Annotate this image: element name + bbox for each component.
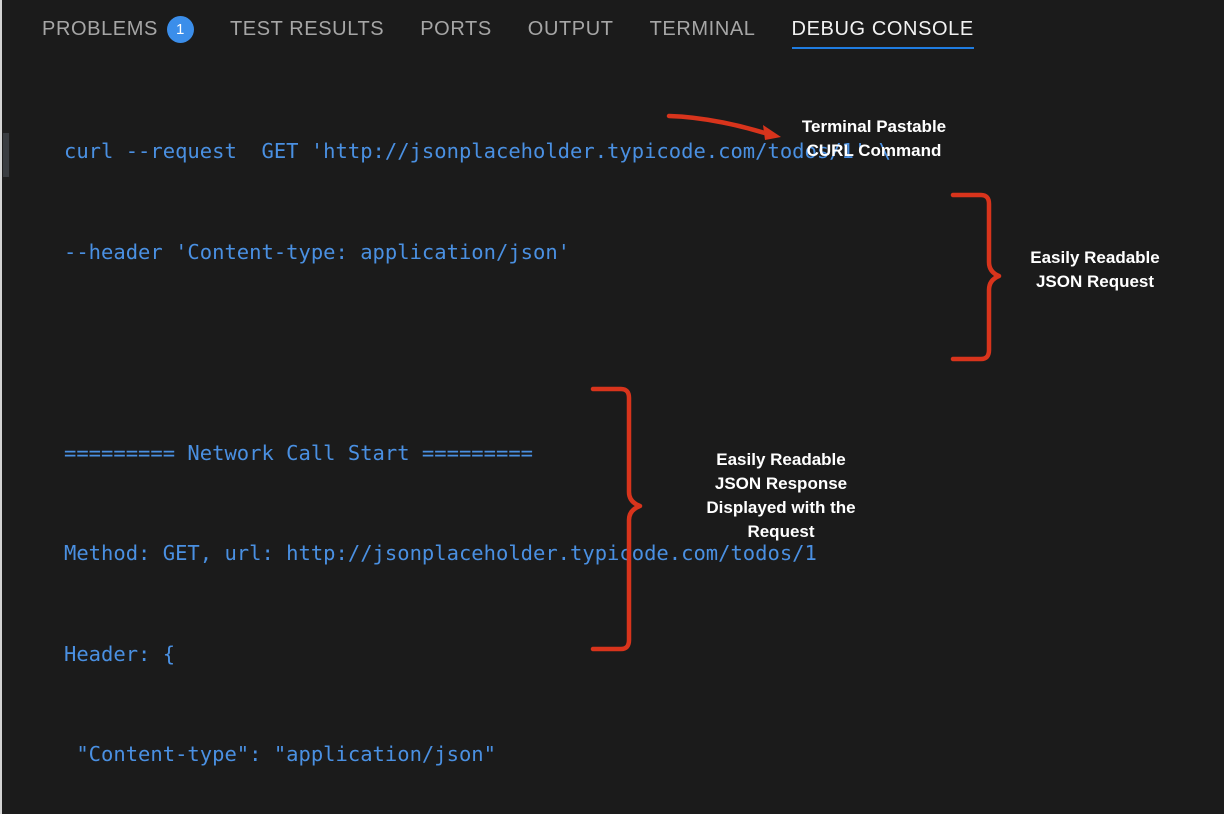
tab-terminal[interactable]: TERMINAL xyxy=(650,0,756,58)
log-line: "Content-type": "application/json" xyxy=(64,742,496,766)
tab-test-results[interactable]: TEST RESULTS xyxy=(230,0,384,58)
log-line: Header: { xyxy=(64,641,176,666)
tab-ports-label: PORTS xyxy=(420,17,492,40)
tab-test-results-label: TEST RESULTS xyxy=(229,17,385,40)
tab-output-label: OUTPUT xyxy=(527,17,614,40)
log-line: --header 'Content-type: application/json… xyxy=(64,239,571,264)
vertical-scrollbar-thumb[interactable] xyxy=(3,133,9,177)
log-line-blank xyxy=(64,336,891,370)
tab-problems[interactable]: PROBLEMS 1 xyxy=(42,0,194,58)
panel-left-gutter xyxy=(2,0,10,814)
tab-ports[interactable]: PORTS xyxy=(420,0,492,58)
panel-tabbar: PROBLEMS 1 TEST RESULTS PORTS OUTPUT TER… xyxy=(10,0,1224,58)
log-line: ========= Network Call Start ========= xyxy=(64,440,533,465)
log-line: Method: GET, url: http://jsonplaceholder… xyxy=(64,541,817,565)
console-log-lines: curl --request GET 'http://jsonplacehold… xyxy=(64,68,891,814)
log-line: curl --request GET 'http://jsonplacehold… xyxy=(64,139,891,163)
tab-debug-console-label: DEBUG CONSOLE xyxy=(791,17,974,40)
window-left-edge xyxy=(0,0,2,814)
console-output-area[interactable]: curl --request GET 'http://jsonplacehold… xyxy=(10,58,1224,814)
tab-debug-console[interactable]: DEBUG CONSOLE xyxy=(791,0,974,58)
request-annotation-text: Easily Readable JSON Request xyxy=(1030,248,1160,291)
problems-count-badge: 1 xyxy=(166,15,194,43)
response-annotation-text: Easily Readable JSON Response Displayed … xyxy=(706,450,856,541)
curl-annotation-text: Terminal Pastable CURL Command xyxy=(801,117,947,160)
active-tab-underline xyxy=(791,47,974,49)
tab-problems-label: PROBLEMS xyxy=(42,17,158,40)
tab-output[interactable]: OUTPUT xyxy=(528,0,614,58)
tab-terminal-label: TERMINAL xyxy=(649,17,756,40)
